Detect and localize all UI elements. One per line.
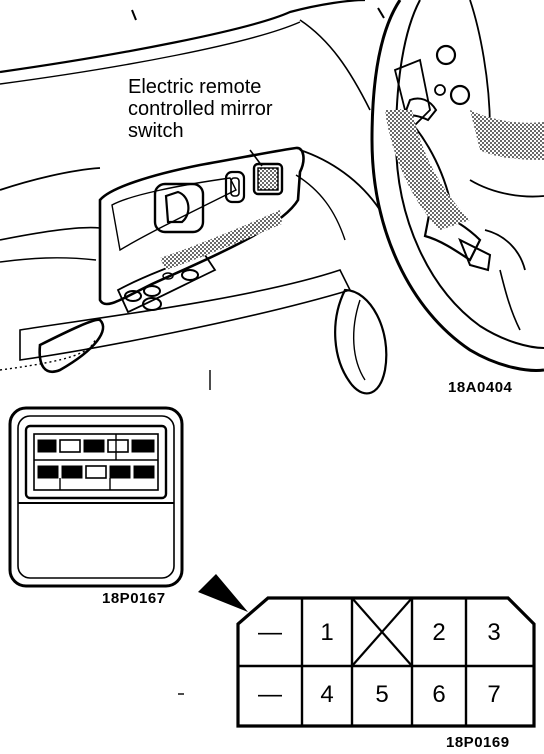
pin-label-2: 2 — [432, 619, 446, 646]
pointer-triangle-icon — [198, 574, 248, 612]
pin-label-7: 7 — [487, 681, 501, 708]
figure-id-pin-layout: 18P0169 — [446, 734, 510, 751]
pin-label-6: 6 — [432, 681, 446, 708]
armrest-panel — [98, 146, 305, 306]
door-illustration — [0, 0, 388, 395]
callout-line-2: controlled mirror — [128, 98, 273, 120]
kick-panel — [334, 288, 388, 395]
callout-line-1: Electric remote — [128, 76, 262, 98]
mirror-switch-callout: Electric remote controlled mirror switch — [128, 76, 328, 142]
x-cross-icon — [351, 597, 413, 667]
callout-line-3: switch — [128, 120, 184, 142]
figure-id-top: 18A0404 — [448, 379, 513, 396]
pin-label-r2c1: — — [258, 681, 282, 708]
door-sill-line — [0, 0, 366, 74]
pin-layout-frame — [236, 596, 536, 728]
mirror-switch — [252, 162, 284, 196]
figure-id-connector: 18P0167 — [102, 590, 166, 607]
pin-label-3: 3 — [487, 619, 501, 646]
connector-body — [8, 406, 184, 588]
connector-housing — [24, 424, 168, 500]
dashboard-edge — [299, 19, 371, 111]
pin-label-4: 4 — [320, 681, 334, 708]
steering-rim — [370, 0, 544, 372]
window-switch-pad — [116, 253, 217, 314]
steering-wheel — [370, 0, 544, 372]
connector-illustration — [8, 406, 184, 588]
lock-knob — [224, 170, 246, 204]
pin-label-1: 1 — [320, 619, 334, 646]
callout-leader — [249, 149, 263, 167]
pin-label-r1c1: — — [258, 619, 282, 646]
door-handle — [153, 182, 205, 234]
pin-label-5: 5 — [375, 681, 389, 708]
door-pocket — [19, 269, 352, 361]
